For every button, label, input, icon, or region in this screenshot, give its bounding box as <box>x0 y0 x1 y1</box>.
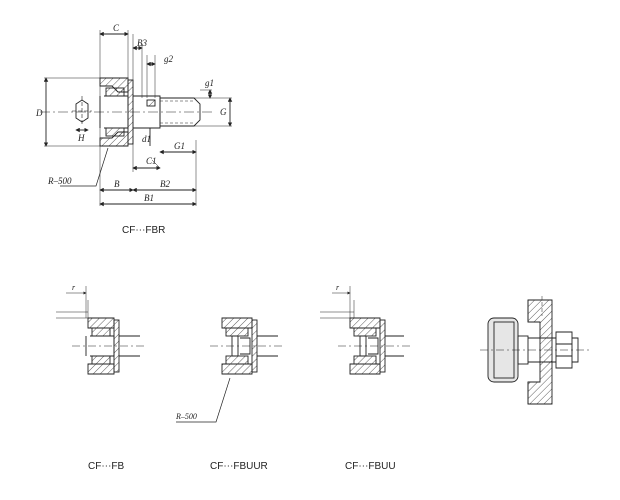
label-C1: C1 <box>146 156 157 166</box>
label-B3: B3 <box>137 38 147 48</box>
label-H: H <box>77 133 85 143</box>
main-dimension-labels: C B3 g2 g1 D H G d1 C1 G1 R–500 B B2 B1 <box>35 23 227 203</box>
label-D: D <box>35 108 43 118</box>
leader-R-uur <box>176 377 231 423</box>
cf-fb-drawing <box>56 286 146 375</box>
label-r-fb: r <box>72 283 76 292</box>
label-d1: d1 <box>142 134 151 144</box>
mounting-example-drawing <box>480 296 592 405</box>
caption-cf-fb: CF⋯FB <box>88 461 125 472</box>
needle-roller-top <box>105 87 125 97</box>
label-R-uur: R–500 <box>175 412 197 421</box>
label-G1: G1 <box>174 141 185 151</box>
label-C: C <box>113 23 120 33</box>
housing-wall-hatched <box>527 299 553 405</box>
hex-nut <box>555 331 573 369</box>
lubrication-hole <box>146 99 156 107</box>
label-g1: g1 <box>205 78 214 88</box>
leader-R-main <box>60 147 109 187</box>
needle-roller-bottom <box>105 127 125 137</box>
label-B2: B2 <box>160 179 170 189</box>
label-B: B <box>114 179 120 189</box>
cf-fbuu-drawing <box>320 286 410 375</box>
label-R-main: R–500 <box>47 176 72 186</box>
label-r-fbuu: r <box>336 283 340 292</box>
caption-cf-fbr: CF⋯FBR <box>122 225 166 236</box>
cf-fbuur-drawing <box>176 317 284 423</box>
label-g2: g2 <box>164 54 174 64</box>
main-cf-fbr-drawing <box>40 30 233 207</box>
label-B1: B1 <box>144 193 154 203</box>
caption-cf-fbuu: CF⋯FBUU <box>345 461 396 472</box>
caption-cf-fbuur: CF⋯FBUUR <box>210 461 268 472</box>
label-G: G <box>220 107 227 117</box>
stud-through-housing <box>528 337 556 363</box>
